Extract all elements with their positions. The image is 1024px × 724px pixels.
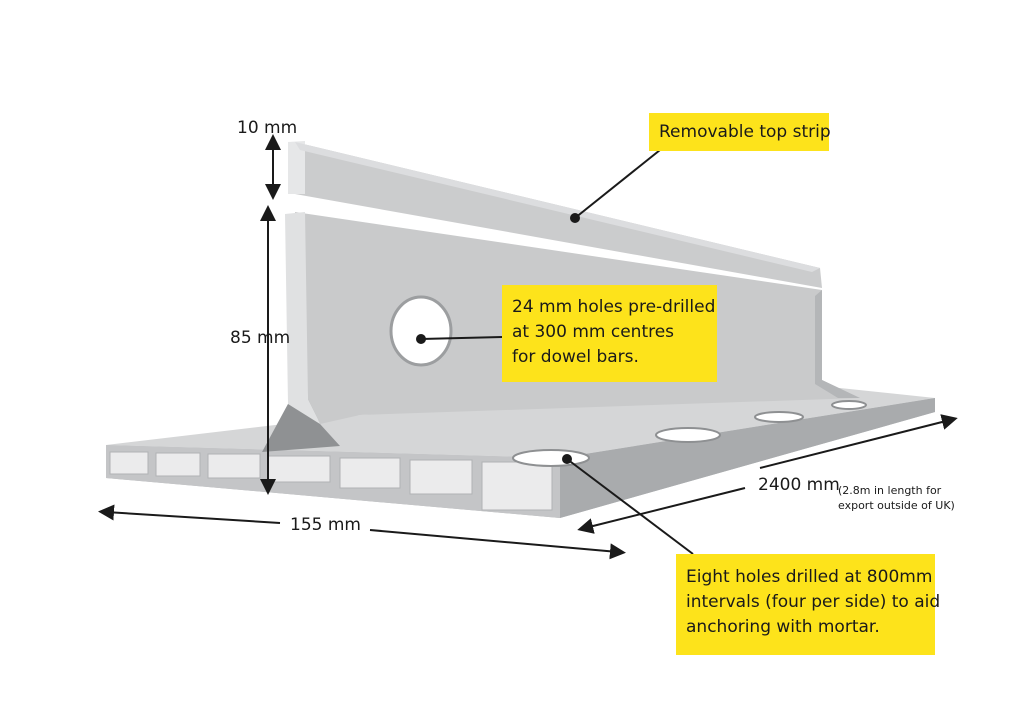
dim-note-export-2: export outside of UK) — [838, 499, 955, 512]
callout-holes-line-3: for dowel bars. — [512, 347, 639, 367]
dim-label-155mm: 155 mm — [290, 515, 361, 535]
callout-base-line-3: anchoring with mortar. — [686, 617, 880, 637]
dim-note-export-1: (2.8m in length for — [838, 484, 942, 497]
dim-arrow-155mm-right — [369, 529, 626, 560]
callout-holes-line-2: at 300 mm centres — [512, 322, 675, 342]
callout-predrilled-holes: 24 mm holes pre-drilled at 300 mm centre… — [502, 285, 717, 382]
callout-top-strip: Removable top strip — [649, 113, 831, 151]
callout-holes-line-1: 24 mm holes pre-drilled — [512, 297, 716, 317]
callout-base-line-1: Eight holes drilled at 800mm — [686, 567, 933, 587]
callout-top-strip-text: Removable top strip — [659, 122, 831, 142]
callout-base-line-2: intervals (four per side) to aid — [686, 592, 941, 612]
removable-top-strip — [288, 141, 822, 288]
callout-base-holes: Eight holes drilled at 800mm intervals (… — [676, 554, 941, 655]
dim-label-10mm: 10 mm — [237, 118, 298, 138]
leader-lines — [416, 149, 694, 555]
dim-arrow-2400mm-lower — [577, 487, 746, 534]
dim-label-2400mm: 2400 mm — [758, 475, 840, 495]
dim-arrow-155mm-left — [98, 504, 281, 524]
dim-arrow-2400mm-upper — [759, 414, 958, 469]
dim-label-85mm: 85 mm — [230, 328, 291, 348]
